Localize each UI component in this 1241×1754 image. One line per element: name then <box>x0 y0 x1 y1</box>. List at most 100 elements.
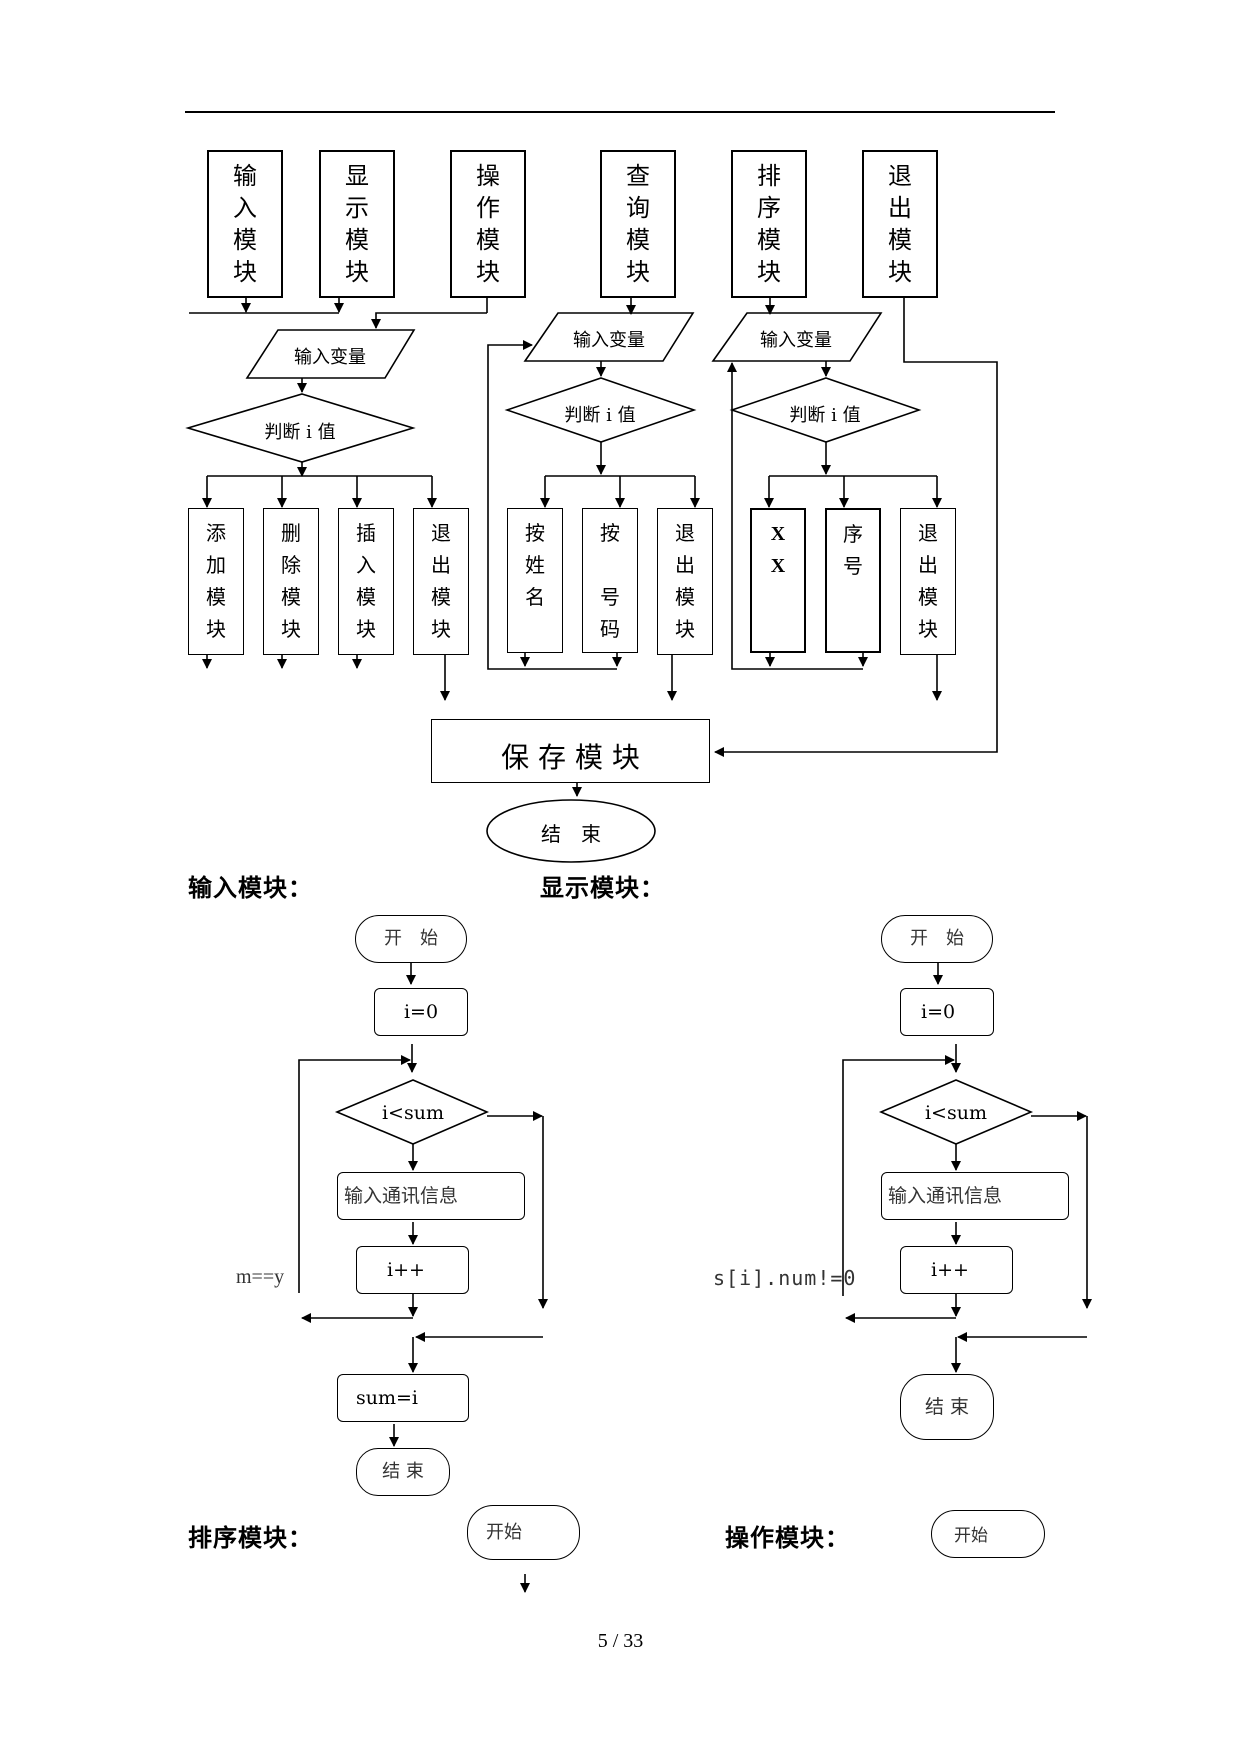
char: 模 <box>675 585 695 609</box>
char: 块 <box>356 617 376 641</box>
char: 序 <box>757 194 781 222</box>
insert-module-box: 插 入 模 块 <box>338 508 394 655</box>
char: 输 <box>233 162 257 190</box>
char: 块 <box>233 258 257 286</box>
by-name-box: 按 姓 名 <box>507 508 563 653</box>
input-flow-increment: i++ <box>356 1246 469 1294</box>
char: 块 <box>757 258 781 286</box>
input-variable-shape-2 <box>523 312 695 362</box>
char: 插 <box>356 521 376 545</box>
input-variable-shape-3 <box>711 312 883 362</box>
char: 添 <box>206 521 226 545</box>
char: 出 <box>675 553 695 577</box>
display-loop-condition: s[i].num!=0 <box>713 1266 857 1290</box>
char: 退 <box>918 521 938 545</box>
char: 模 <box>888 226 912 254</box>
op-exit-module-box: 退 出 模 块 <box>413 508 469 655</box>
char: X <box>770 523 786 545</box>
char: 号 <box>600 585 620 609</box>
save-module-box: 保 存 模 块 <box>431 719 710 783</box>
loop-back-input <box>298 1055 411 1293</box>
end-ellipse <box>486 799 656 863</box>
arrow-exit-to-save <box>714 297 998 757</box>
query-exit-module-box: 退 出 模 块 <box>657 508 713 655</box>
char: 排 <box>757 162 781 190</box>
display-flow-process: 输入通讯信息 <box>881 1172 1069 1220</box>
char: 入 <box>233 194 257 222</box>
arrow-to-input-var-1 <box>371 312 487 329</box>
judge-label-2: 判断 i 值 <box>564 405 636 426</box>
input-variable-label-1: 输入变量 <box>294 347 366 368</box>
char: 模 <box>356 585 376 609</box>
sort-module-title: 排序模块： <box>188 1524 313 1552</box>
char: 模 <box>206 585 226 609</box>
char: 模 <box>281 585 301 609</box>
char: 序 <box>843 522 863 546</box>
char: 退 <box>431 521 451 545</box>
judge-label-3: 判断 i 值 <box>789 405 861 426</box>
header-rule <box>185 111 1055 113</box>
char: 出 <box>888 194 912 222</box>
char: 删 <box>281 521 301 545</box>
judge-label-1: 判断 i 值 <box>264 422 336 443</box>
input-flow-init: i=0 <box>374 988 468 1036</box>
sort-module-box: 排 序 模 块 <box>731 150 807 298</box>
end-label: 结 束 <box>541 822 601 846</box>
char: 模 <box>918 585 938 609</box>
input-flow-condition: i<sum <box>381 1102 444 1124</box>
char: 出 <box>431 553 451 577</box>
char: X <box>770 555 786 577</box>
char: 退 <box>675 521 695 545</box>
input-flow-end: 结 束 <box>356 1448 450 1496</box>
sort-exit-module-box: 退 出 模 块 <box>900 508 956 655</box>
input-variable-shape-1 <box>245 329 416 379</box>
input-loop-condition: m==y <box>236 1266 285 1288</box>
char: 出 <box>918 553 938 577</box>
char: 显 <box>345 162 369 190</box>
char: 模 <box>757 226 781 254</box>
display-module-title: 显示模块： <box>540 874 665 902</box>
char: 名 <box>525 585 545 609</box>
input-variable-label-2: 输入变量 <box>573 330 645 351</box>
delete-module-box: 删 除 模 块 <box>263 508 319 655</box>
operation-module-title: 操作模块： <box>725 1524 850 1552</box>
char: 姓 <box>525 553 545 577</box>
display-module-box: 显 示 模 块 <box>319 150 395 298</box>
char: 模 <box>233 226 257 254</box>
input-flow-start: 开 始 <box>355 915 467 963</box>
xx-box: X X <box>750 508 806 653</box>
display-flow-increment: i++ <box>900 1246 1013 1294</box>
char: 入 <box>356 553 376 577</box>
input-module-box: 输 入 模 块 <box>207 150 283 298</box>
loop-back-query <box>487 340 617 670</box>
query-module-box: 查 询 模 块 <box>600 150 676 298</box>
char: 块 <box>206 617 226 641</box>
display-flow-start: 开 始 <box>881 915 993 963</box>
operation-flow-start: 开始 <box>931 1510 1045 1558</box>
char: 块 <box>345 258 369 286</box>
char: 示 <box>345 194 369 222</box>
input-flow-assign: sum=i <box>337 1374 469 1422</box>
page-number: 5 / 33 <box>597 1630 644 1652</box>
char: 块 <box>626 258 650 286</box>
char: 模 <box>345 226 369 254</box>
loop-back-display <box>842 1055 955 1296</box>
sort-flow-start: 开始 <box>467 1505 580 1560</box>
input-flow-process: 输入通讯信息 <box>337 1172 525 1220</box>
add-module-box: 添 加 模 块 <box>188 508 244 655</box>
by-number-box: 按 号 码 <box>582 508 638 653</box>
char: 操 <box>476 162 500 190</box>
char: 块 <box>675 617 695 641</box>
char: 按 <box>525 521 545 545</box>
char: 模 <box>626 226 650 254</box>
display-flow-init: i=0 <box>900 988 994 1036</box>
char: 除 <box>281 553 301 577</box>
save-module-label: 保 存 模 块 <box>501 741 640 774</box>
char: 码 <box>600 617 620 641</box>
input-module-title: 输入模块： <box>188 874 313 902</box>
char: 询 <box>626 194 650 222</box>
char: 退 <box>888 162 912 190</box>
display-flow-end: 结 束 <box>900 1374 994 1440</box>
char: 块 <box>476 258 500 286</box>
operation-module-box: 操 作 模 块 <box>450 150 526 298</box>
